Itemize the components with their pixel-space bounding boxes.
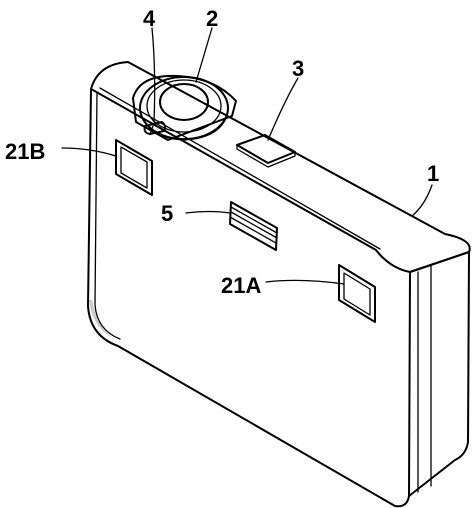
body-front-face	[87, 88, 411, 508]
lens-ring-mid	[146, 79, 222, 133]
grille-outline	[229, 201, 278, 251]
window-lower	[338, 264, 376, 323]
label-lens-barrel: 2	[206, 6, 218, 31]
label-shutter-button: 3	[292, 56, 304, 81]
label-window-lower: 21A	[221, 273, 261, 298]
body-front-inner-edge	[94, 91, 121, 340]
leader-5	[185, 210, 231, 214]
grille-slat-3	[229, 216, 277, 244]
grille	[229, 201, 278, 251]
body-top-face	[90, 61, 471, 273]
label-grille: 5	[161, 201, 173, 226]
grille-slat-2	[230, 211, 278, 239]
leader-3	[267, 77, 299, 141]
lever-tab	[149, 125, 154, 135]
leader-1	[411, 184, 433, 217]
leader-21B	[61, 147, 117, 157]
body-top-inner-edge	[99, 87, 381, 250]
leader-4	[151, 27, 156, 123]
reference-labels: 4 2 3 1 21B 5 21A	[5, 6, 439, 298]
shutter-button-side	[236, 144, 296, 168]
label-body: 1	[427, 161, 439, 186]
lens-ring-outer	[139, 76, 229, 140]
window-upper	[115, 139, 153, 196]
shutter-button	[236, 134, 296, 168]
window-lower-outer	[338, 264, 376, 323]
lens-glass	[159, 83, 209, 121]
body-side-face	[408, 251, 470, 497]
lens-barrel	[132, 74, 237, 141]
lens-barrel-side	[139, 109, 229, 141]
label-lever: 4	[143, 6, 156, 31]
window-upper-inner	[120, 146, 148, 189]
grille-slat-1	[230, 206, 278, 234]
zoom-lever	[143, 121, 167, 135]
leader-21A	[265, 279, 345, 285]
leader-2	[195, 27, 213, 83]
camera-body	[87, 61, 471, 508]
window-upper-outer	[115, 139, 153, 196]
body-shade	[89, 300, 112, 338]
window-lower-inner	[343, 272, 371, 316]
leader-lines	[61, 27, 433, 285]
label-window-upper: 21B	[5, 139, 45, 164]
lever-body	[143, 121, 167, 135]
